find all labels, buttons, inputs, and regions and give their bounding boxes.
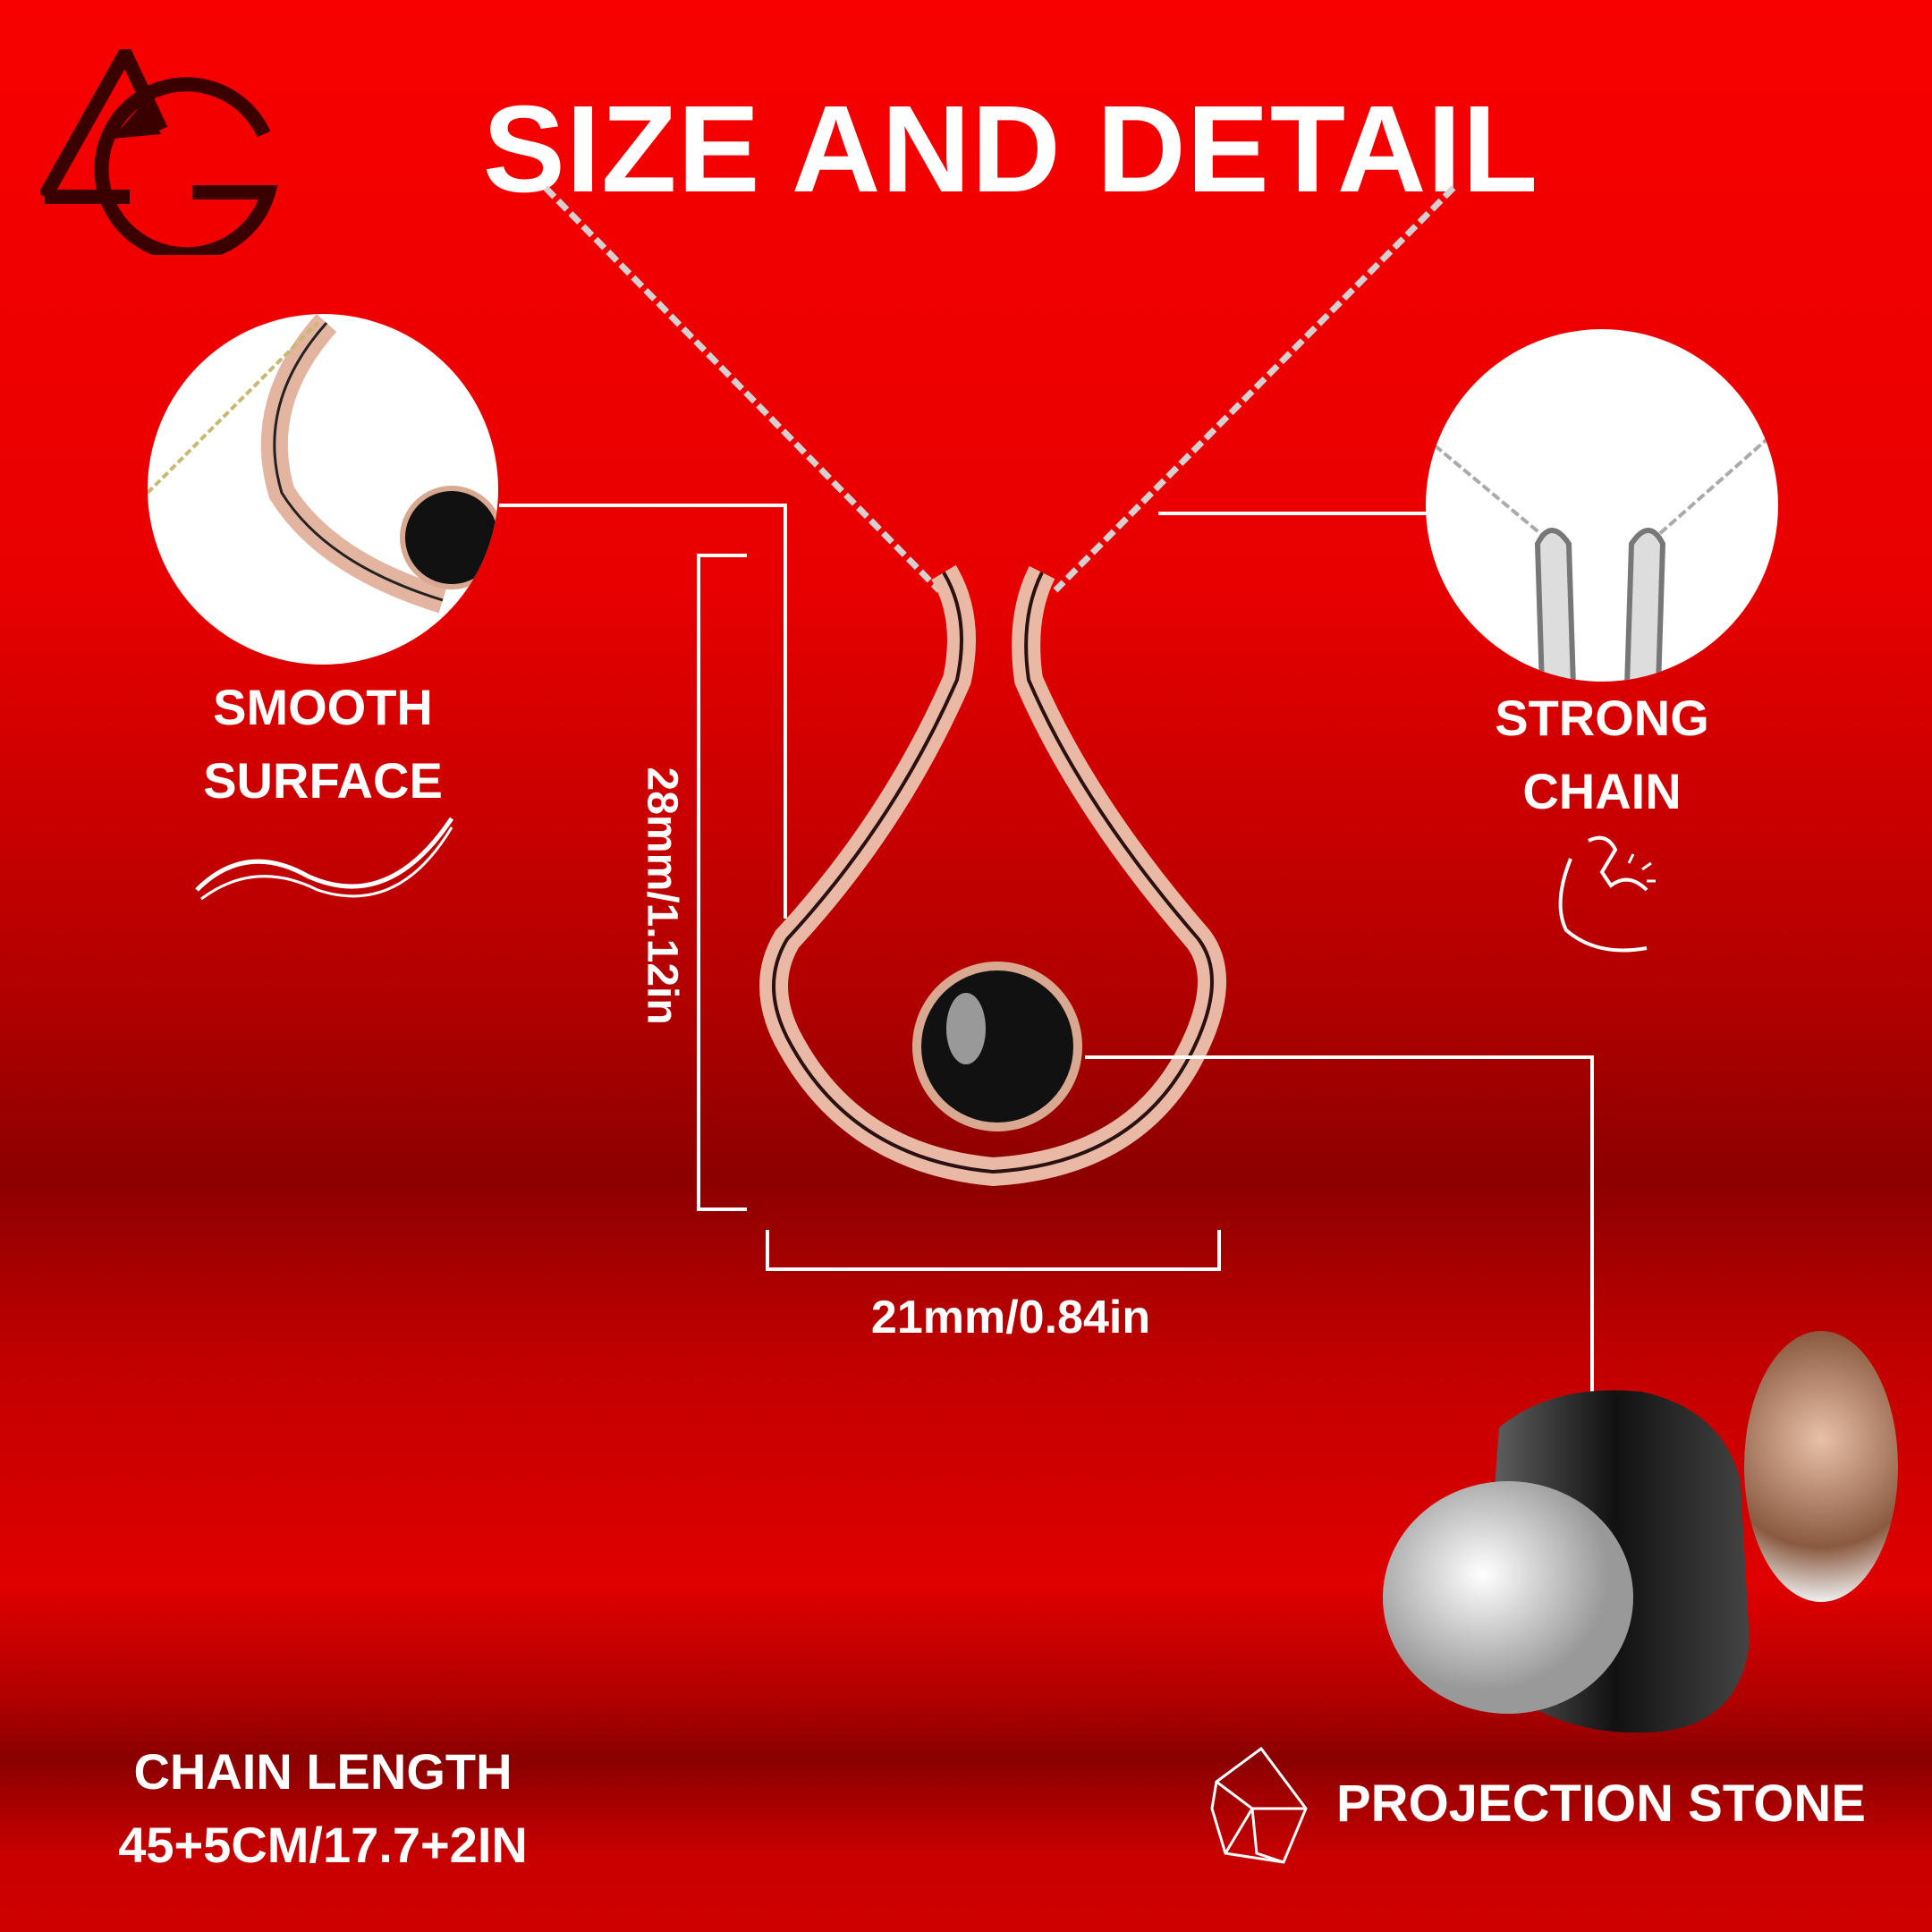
strong-label-line2: CHAIN (1522, 763, 1682, 819)
strong-chain-detail-image (1426, 329, 1778, 682)
projection-stone-label: PROJECTION STONE (1336, 1775, 1866, 1833)
connector-line (499, 504, 787, 507)
smooth-surface-label: SMOOTH SURFACE (144, 671, 502, 818)
smooth-label-line1: SMOOTH (213, 679, 433, 735)
projected-couple-photo (1744, 1331, 1898, 1602)
brand-logo (40, 49, 278, 255)
page-title: SIZE AND DETAIL (482, 80, 1539, 218)
wave-icon (195, 817, 454, 901)
connector-line (1158, 512, 1427, 515)
smooth-surface-detail-image (148, 314, 498, 665)
height-dimension-bracket (697, 554, 747, 1211)
connector-line (784, 504, 787, 919)
chain-length-value: 45+5CM/17.7+2IN (118, 1817, 528, 1873)
projection-stone-image (1383, 1390, 1750, 1733)
height-dimension-label: 28mm/1.12in (638, 767, 686, 1025)
chain-length-label: CHAIN LENGTH (133, 1743, 513, 1800)
connector-line (1590, 1055, 1594, 1399)
width-dimension-bracket (766, 1230, 1221, 1271)
width-dimension-label: 21mm/0.84in (870, 1292, 1151, 1343)
strong-chain-label: STRONG CHAIN (1423, 682, 1781, 828)
smooth-label-line2: SURFACE (203, 752, 443, 809)
strong-label-line1: STRONG (1495, 690, 1709, 746)
gemstone-icon (1210, 1746, 1308, 1864)
connector-line (1085, 1055, 1594, 1059)
chain-length-info: CHAIN LENGTH 45+5CM/17.7+2IN (99, 1735, 547, 1882)
muscle-arm-icon (1558, 835, 1656, 953)
